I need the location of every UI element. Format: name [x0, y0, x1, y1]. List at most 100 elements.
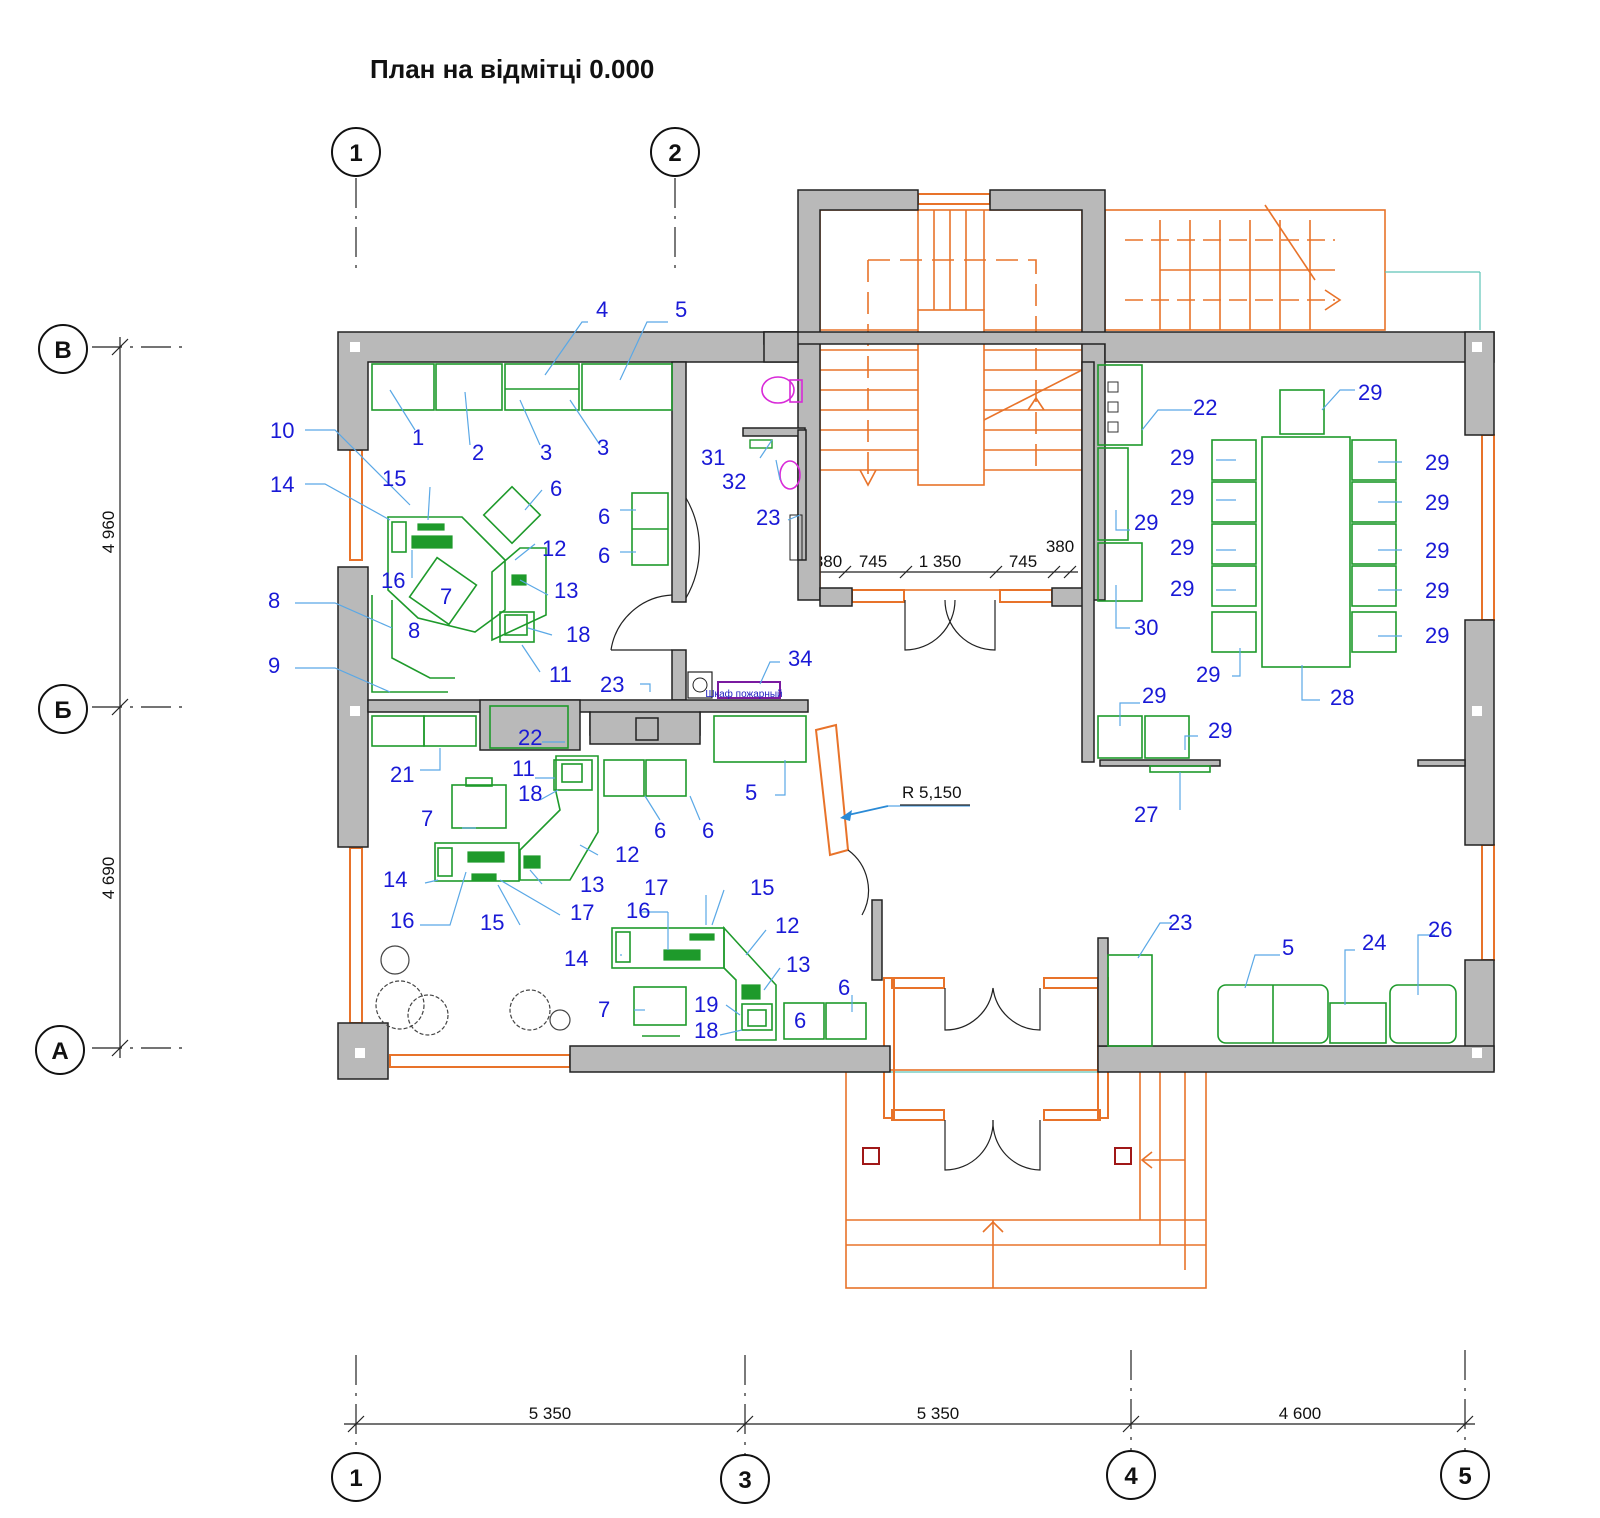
item-label: 7 [598, 997, 610, 1022]
item-label: 29 [1425, 623, 1449, 648]
item-label: 12 [542, 536, 566, 561]
item-label: 29 [1358, 380, 1382, 405]
svg-text:5 350: 5 350 [529, 1404, 572, 1423]
svg-text:5: 5 [1458, 1463, 1471, 1490]
wall-corner-markers [350, 342, 1482, 1058]
axis-bubble-left-v: В [38, 324, 88, 374]
item-label: 16 [390, 908, 414, 933]
item-label: 16 [381, 568, 405, 593]
item-label: 14 [564, 946, 588, 971]
item-label: 10 [270, 418, 294, 443]
doors [610, 497, 1041, 1171]
item-label: 13 [786, 952, 810, 977]
item-label: 18 [694, 1018, 718, 1043]
item-label: 17 [644, 875, 668, 900]
item-label: 7 [421, 806, 433, 831]
axis-bubble-top-2: 2 [650, 127, 700, 177]
item-label: 8 [408, 618, 420, 643]
item-label: 3 [540, 440, 552, 465]
item-label: 29 [1425, 490, 1449, 515]
svg-text:4 600: 4 600 [1279, 1404, 1322, 1423]
item-label: 29 [1142, 683, 1166, 708]
axis-bubble-top-1: 1 [331, 127, 381, 177]
item-label: 29 [1170, 445, 1194, 470]
item-label: 11 [512, 756, 535, 781]
svg-text:5 350: 5 350 [917, 1404, 960, 1423]
item-label: 31 [701, 445, 725, 470]
main-staircase [819, 209, 1083, 591]
item-label: 28 [1330, 685, 1354, 710]
item-label: 14 [270, 472, 294, 497]
plan-title: План на відмітці 0.000 [370, 54, 655, 84]
item-label: 34 [788, 646, 812, 671]
item-label: 26 [1428, 917, 1452, 942]
item-label: 23 [600, 672, 624, 697]
item-label: 11 [549, 662, 572, 687]
axis-bubble-left-b: Б [38, 684, 88, 734]
item-label: 29 [1425, 538, 1449, 563]
item-label: 6 [550, 476, 562, 501]
item-label: 6 [702, 818, 714, 843]
item-label: 19 [694, 992, 718, 1017]
svg-text:1 350: 1 350 [919, 552, 962, 571]
item-label: 15 [382, 466, 406, 491]
exterior-staircase-top [1104, 204, 1481, 331]
item-label: 7 [440, 584, 452, 609]
svg-text:Шкаф пожарный: Шкаф пожарный [705, 688, 782, 700]
room-item-labels: 1 2 3 3 4 5 6 6 6 7 8 8 9 10 11 12 13 14… [268, 297, 1452, 1043]
svg-text:380: 380 [814, 552, 842, 571]
item-label: 27 [1134, 802, 1158, 827]
svg-text:1: 1 [349, 140, 362, 167]
item-label: 1 [412, 425, 424, 450]
svg-text:Б: Б [54, 697, 71, 724]
item-label: 3 [597, 435, 609, 460]
item-label: 29 [1208, 718, 1232, 743]
item-label: 4 [596, 297, 608, 322]
item-label: 22 [518, 725, 542, 750]
dimension-chain-left: 4 960 4 690 [99, 337, 129, 1058]
item-label: 29 [1170, 535, 1194, 560]
item-label: 5 [745, 780, 757, 805]
dimension-chain-stair: 380 745 1 350 745 380 [806, 537, 1078, 579]
svg-text:4 960: 4 960 [99, 511, 118, 554]
item-label: 8 [268, 588, 280, 613]
svg-text:380: 380 [1046, 537, 1074, 556]
item-label: 13 [554, 578, 578, 603]
fire-cabinet: Шкаф пожарный [705, 681, 783, 700]
item-label: 15 [750, 875, 774, 900]
item-label: 23 [756, 505, 780, 530]
leader-lines [295, 321, 1435, 1036]
svg-text:4 690: 4 690 [99, 857, 118, 900]
item-label: 23 [1168, 910, 1192, 935]
item-label: 13 [580, 872, 604, 897]
item-label: 29 [1170, 576, 1194, 601]
item-label: 32 [722, 469, 746, 494]
item-label: 29 [1425, 578, 1449, 603]
furniture [371, 363, 1457, 1047]
entrance-porch-steps [845, 1069, 1207, 1289]
axis-bubble-bottom-1: 1 [331, 1452, 381, 1502]
item-label: 6 [654, 818, 666, 843]
svg-text:3: 3 [738, 1467, 751, 1494]
item-label: 29 [1425, 450, 1449, 475]
radius-dimension: R 5,150 [902, 783, 962, 802]
item-label: 21 [390, 762, 414, 787]
svg-text:А: А [51, 1038, 68, 1065]
item-label: 15 [480, 910, 504, 935]
item-label: 30 [1134, 615, 1158, 640]
item-label: 5 [675, 297, 687, 322]
axis-bubble-left-a: А [35, 1025, 85, 1075]
axis-grid-lines [92, 178, 1466, 1455]
svg-text:1: 1 [349, 1465, 362, 1492]
axis-bubble-bottom-5: 5 [1440, 1450, 1490, 1500]
axis-bubble-bottom-3: 3 [720, 1454, 770, 1504]
svg-text:745: 745 [859, 552, 887, 571]
item-label: 18 [566, 622, 590, 647]
item-label: 2 [472, 440, 484, 465]
svg-text:2: 2 [668, 140, 681, 167]
item-label: 24 [1362, 930, 1386, 955]
item-label: 12 [615, 842, 639, 867]
item-label: 16 [626, 898, 650, 923]
item-label: 29 [1170, 485, 1194, 510]
sanitary-fixtures [687, 376, 803, 699]
